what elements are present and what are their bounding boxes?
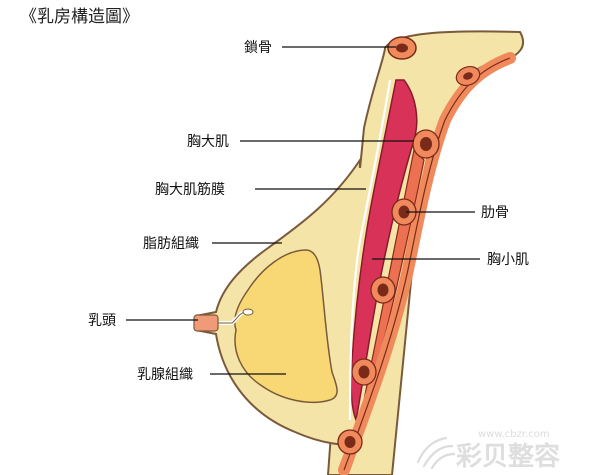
watermark: www.cbzr.com 彩贝整容 [418,429,560,472]
nipple-shape [194,315,218,331]
label-gland-tissue: 乳腺組織 [137,367,193,383]
label-pectoralis-fascia: 胸大肌筋膜 [155,181,225,198]
label-pectoralis-major: 胸大肌 [187,134,229,150]
label-rib: 肋骨 [481,205,509,221]
label-nipple: 乳頭 [88,313,116,329]
diagram-title: 《乳房構造圖》 [20,7,139,27]
label-clavicle: 鎖骨 [244,40,272,56]
label-pectoralis-minor: 胸小肌 [487,252,529,268]
watermark-logo-icon [418,438,454,468]
watermark-url: www.cbzr.com [478,429,550,440]
label-fat-tissue: 脂肪組織 [143,236,199,252]
watermark-brand: 彩贝整容 [455,441,560,472]
